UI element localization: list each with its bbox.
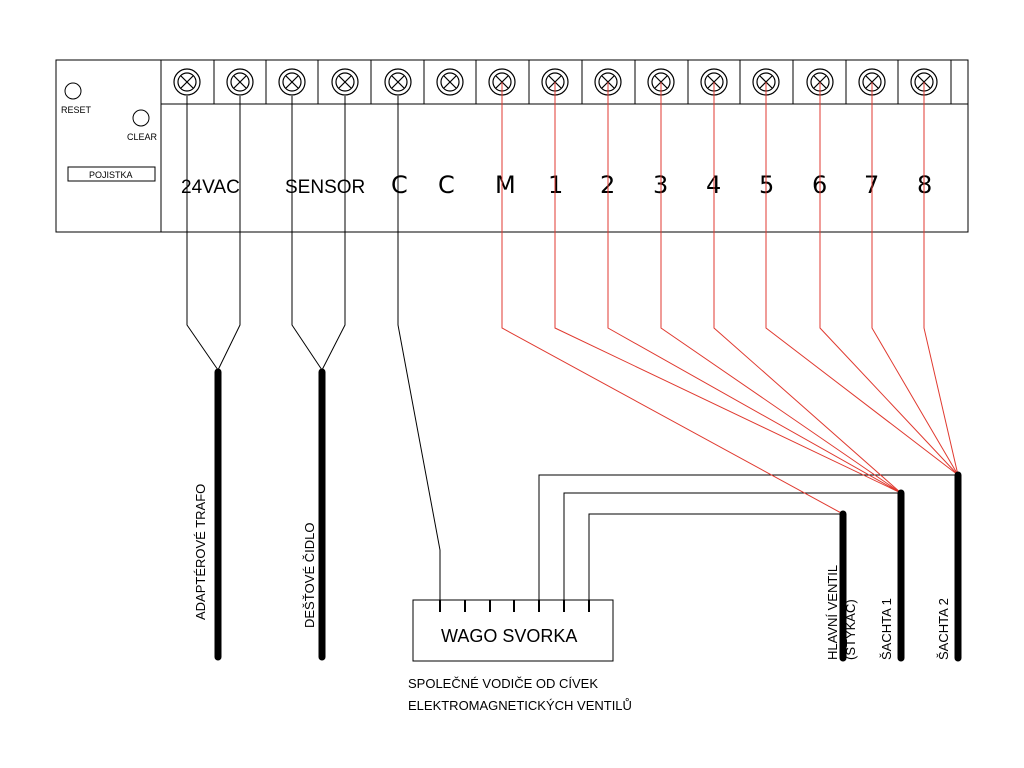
terminal-screw-icon[interactable] (173, 68, 201, 96)
wago-terminal-block: WAGO SVORKA (412, 599, 614, 662)
sensor-wires (291, 96, 346, 371)
common-wire (397, 96, 441, 607)
terminal-screw-icon[interactable] (331, 68, 359, 96)
transformer-cable-label: ADAPTÉROVÉ TRAFO (193, 484, 208, 620)
terminal-label-24vac: 24VAC (181, 177, 240, 198)
zone-wires (501, 82, 959, 515)
terminal-screw-icon[interactable] (278, 68, 306, 96)
rain-sensor-cable-label: DEŠŤOVÉ ČIDLO (302, 523, 317, 628)
wago-note-line2: ELEKTROMAGNETICKÝCH VENTILŮ (408, 698, 632, 713)
terminal-label-5: 5 (759, 171, 774, 199)
wago-label: WAGO SVORKA (441, 626, 577, 646)
terminal-label-sensor: SENSOR (285, 177, 365, 198)
terminal-label-c1: C (391, 171, 408, 199)
terminal-label-8: 8 (917, 171, 932, 199)
zone-wire-5 (765, 82, 959, 476)
terminal-label-m: M (495, 171, 516, 199)
terminal-screw-icon[interactable] (226, 68, 254, 96)
common-return-wires (538, 474, 958, 600)
terminal-screw-icon[interactable] (384, 68, 412, 96)
zone-wire-1 (554, 82, 902, 494)
reset-label: RESET (61, 105, 92, 115)
shaft2-label: ŠACHTA 2 (936, 598, 951, 660)
zone-wire-7 (871, 82, 959, 476)
terminal-strip (160, 60, 952, 104)
zone-wire-8 (923, 82, 959, 476)
fuse-label: POJISTKA (89, 170, 133, 180)
reset-button[interactable] (64, 82, 82, 100)
clear-button[interactable] (132, 109, 150, 127)
zone-wire-6 (819, 82, 959, 476)
wago-note-line1: SPOLEČNÉ VODIČE OD CÍVEK (408, 676, 598, 691)
clear-label: CLEAR (127, 132, 158, 142)
fuse-box (67, 166, 156, 182)
main-valve-sublabel: (STYKAČ) (843, 599, 858, 660)
wago-pins (439, 600, 590, 612)
terminal-label-1: 1 (548, 171, 563, 199)
terminal-screw-icon[interactable] (436, 68, 464, 96)
zone-wire-4 (713, 82, 902, 494)
shaft1-label: ŠACHTA 1 (879, 598, 894, 660)
controller-housing (55, 59, 969, 233)
zone-wire-2 (607, 82, 902, 494)
transformer-wires (186, 96, 241, 371)
zone-wire-3 (660, 82, 902, 494)
terminal-label-c2: C (438, 171, 455, 199)
controller-unit: RESET CLEAR POJISTKA (55, 59, 969, 233)
zone-wire-m (501, 82, 844, 515)
main-valve-label: HLAVNÍ VENTIL (825, 565, 840, 660)
